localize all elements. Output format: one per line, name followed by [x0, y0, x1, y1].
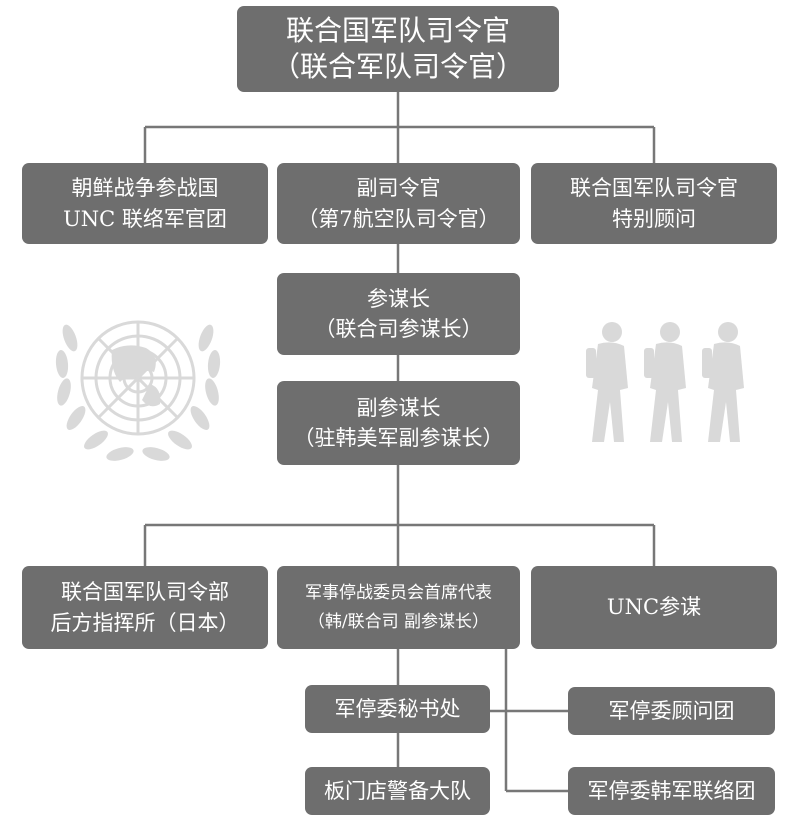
chief-of-staff-line2: （联合司参谋长） [314, 317, 483, 341]
deputy-commander-box: 副司令官 （第7航空队司令官） [277, 163, 520, 244]
advisory-group-label: 军停委顾问团 [608, 698, 735, 723]
marching-soldiers-icon [586, 322, 744, 442]
unc-staff-box: UNC参谋 [531, 566, 777, 649]
unc-staff-line1: UNC参谋 [606, 595, 702, 620]
deputy-commander-line1: 副司令官 [356, 176, 441, 201]
chief-of-staff-line1: 参谋长 [367, 286, 430, 311]
armistice-commission-line2: （韩/联合司 副参谋长） [307, 611, 490, 632]
armistice-commission-line1: 军事停战委员会首席代表 [305, 582, 492, 603]
commander-title: 联合国军队司令官 [285, 13, 510, 47]
korean-liaison-group-box: 军停委韩军联络团 [568, 767, 775, 815]
security-battalion-label: 板门店警备大队 [324, 778, 471, 803]
special-advisor-line2: 特别顾问 [612, 206, 696, 231]
liaison-group-line1: 朝鲜战争参战国 [71, 176, 219, 201]
deputy-chief-of-staff-box: 副参谋长 （驻韩美军副参谋长） [277, 381, 520, 465]
special-advisor-box: 联合国军队司令官 特别顾问 [531, 163, 777, 244]
security-battalion-box: 板门店警备大队 [305, 767, 490, 815]
liaison-group-line2: UNC 联络军官团 [63, 206, 227, 231]
rear-headquarters-line2: 后方指挥所（日本） [50, 610, 240, 635]
commander-subtitle: （联合军队司令官） [271, 50, 524, 83]
secretariat-box: 军停委秘书处 [305, 685, 490, 733]
deputy-commander-line2: （第7航空队司令官） [297, 206, 500, 231]
rear-headquarters-line1: 联合国军队司令部 [61, 580, 229, 605]
advisory-group-box: 军停委顾问团 [568, 687, 775, 735]
deputy-chief-line2: （驻韩美军副参谋长） [293, 426, 504, 450]
un-emblem-icon [55, 320, 221, 461]
rear-headquarters-box: 联合国军队司令部 后方指挥所（日本） [22, 566, 268, 649]
deputy-chief-line1: 副参谋长 [356, 395, 441, 420]
chief-of-staff-box: 参谋长 （联合司参谋长） [277, 273, 520, 355]
armistice-commission-box: 军事停战委员会首席代表 （韩/联合司 副参谋长） [277, 566, 520, 649]
special-advisor-line1: 联合国军队司令官 [570, 176, 738, 201]
korean-liaison-group-label: 军停委韩军联络团 [587, 778, 756, 803]
secretariat-label: 军停委秘书处 [334, 696, 461, 721]
commander-box: 联合国军队司令官 （联合军队司令官） [237, 6, 559, 92]
liaison-group-box: 朝鲜战争参战国 UNC 联络军官团 [22, 163, 268, 244]
